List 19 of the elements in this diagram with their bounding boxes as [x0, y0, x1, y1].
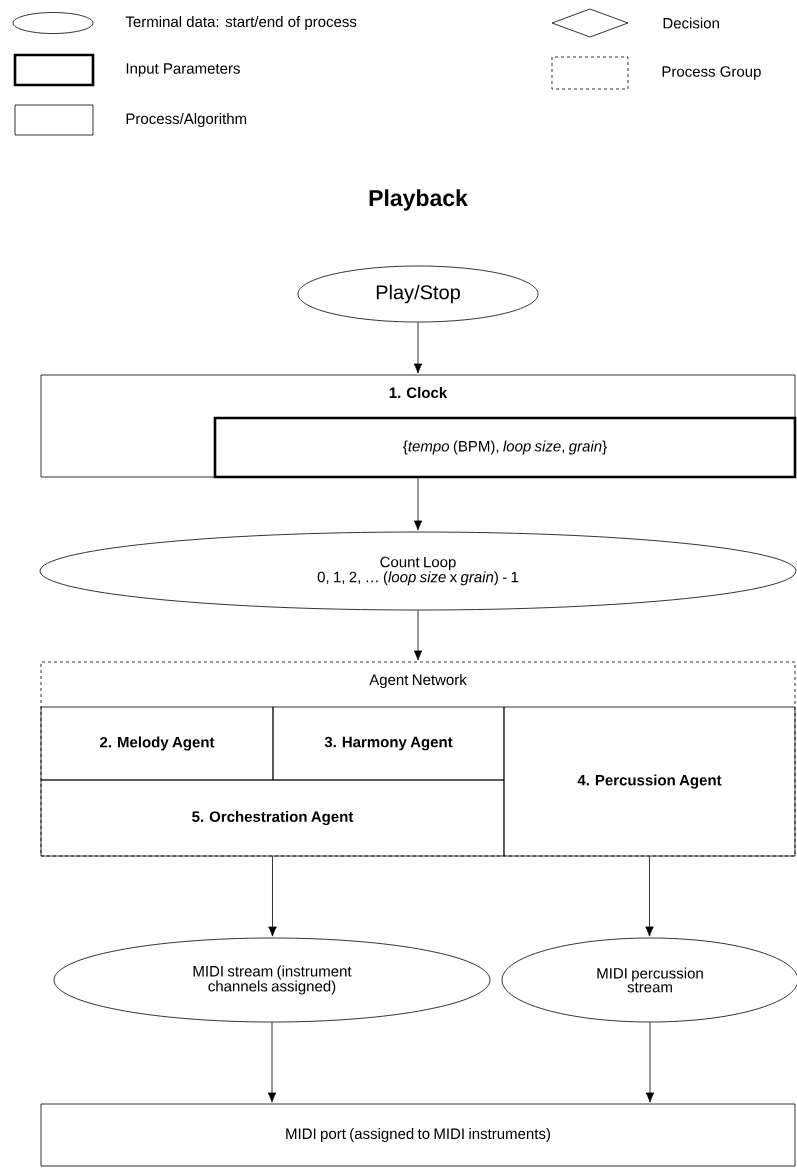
- arrow: [645, 1022, 655, 1103]
- legend-text: Decision: [663, 17, 719, 29]
- process-box: 4. Percussion Agent: [503, 706, 796, 857]
- arrow: [268, 856, 277, 937]
- arrow: [413, 322, 423, 374]
- process-box: 3. Harmony Agent: [272, 706, 505, 781]
- process-box: 2. Melody Agent: [40, 706, 274, 781]
- input-parameters-box: {tempo (BPM), loop size, grain}: [213, 416, 797, 479]
- arrow: [267, 1022, 277, 1103]
- process-box: 5. Orchestration Agent: [40, 779, 505, 857]
- title: Playback: [369, 189, 468, 211]
- legend-text: Terminal data: start/end of process: [125, 16, 357, 30]
- arrow: [413, 477, 423, 531]
- arrow: [645, 856, 654, 937]
- legend-text: Input Parameters: [126, 63, 240, 77]
- process-box: MIDI port (assigned to MIDI instruments): [40, 1103, 796, 1167]
- legend-text: Process/Algorithm: [126, 113, 247, 127]
- arrow: [413, 610, 423, 661]
- legend-text: Process Group: [662, 66, 761, 80]
